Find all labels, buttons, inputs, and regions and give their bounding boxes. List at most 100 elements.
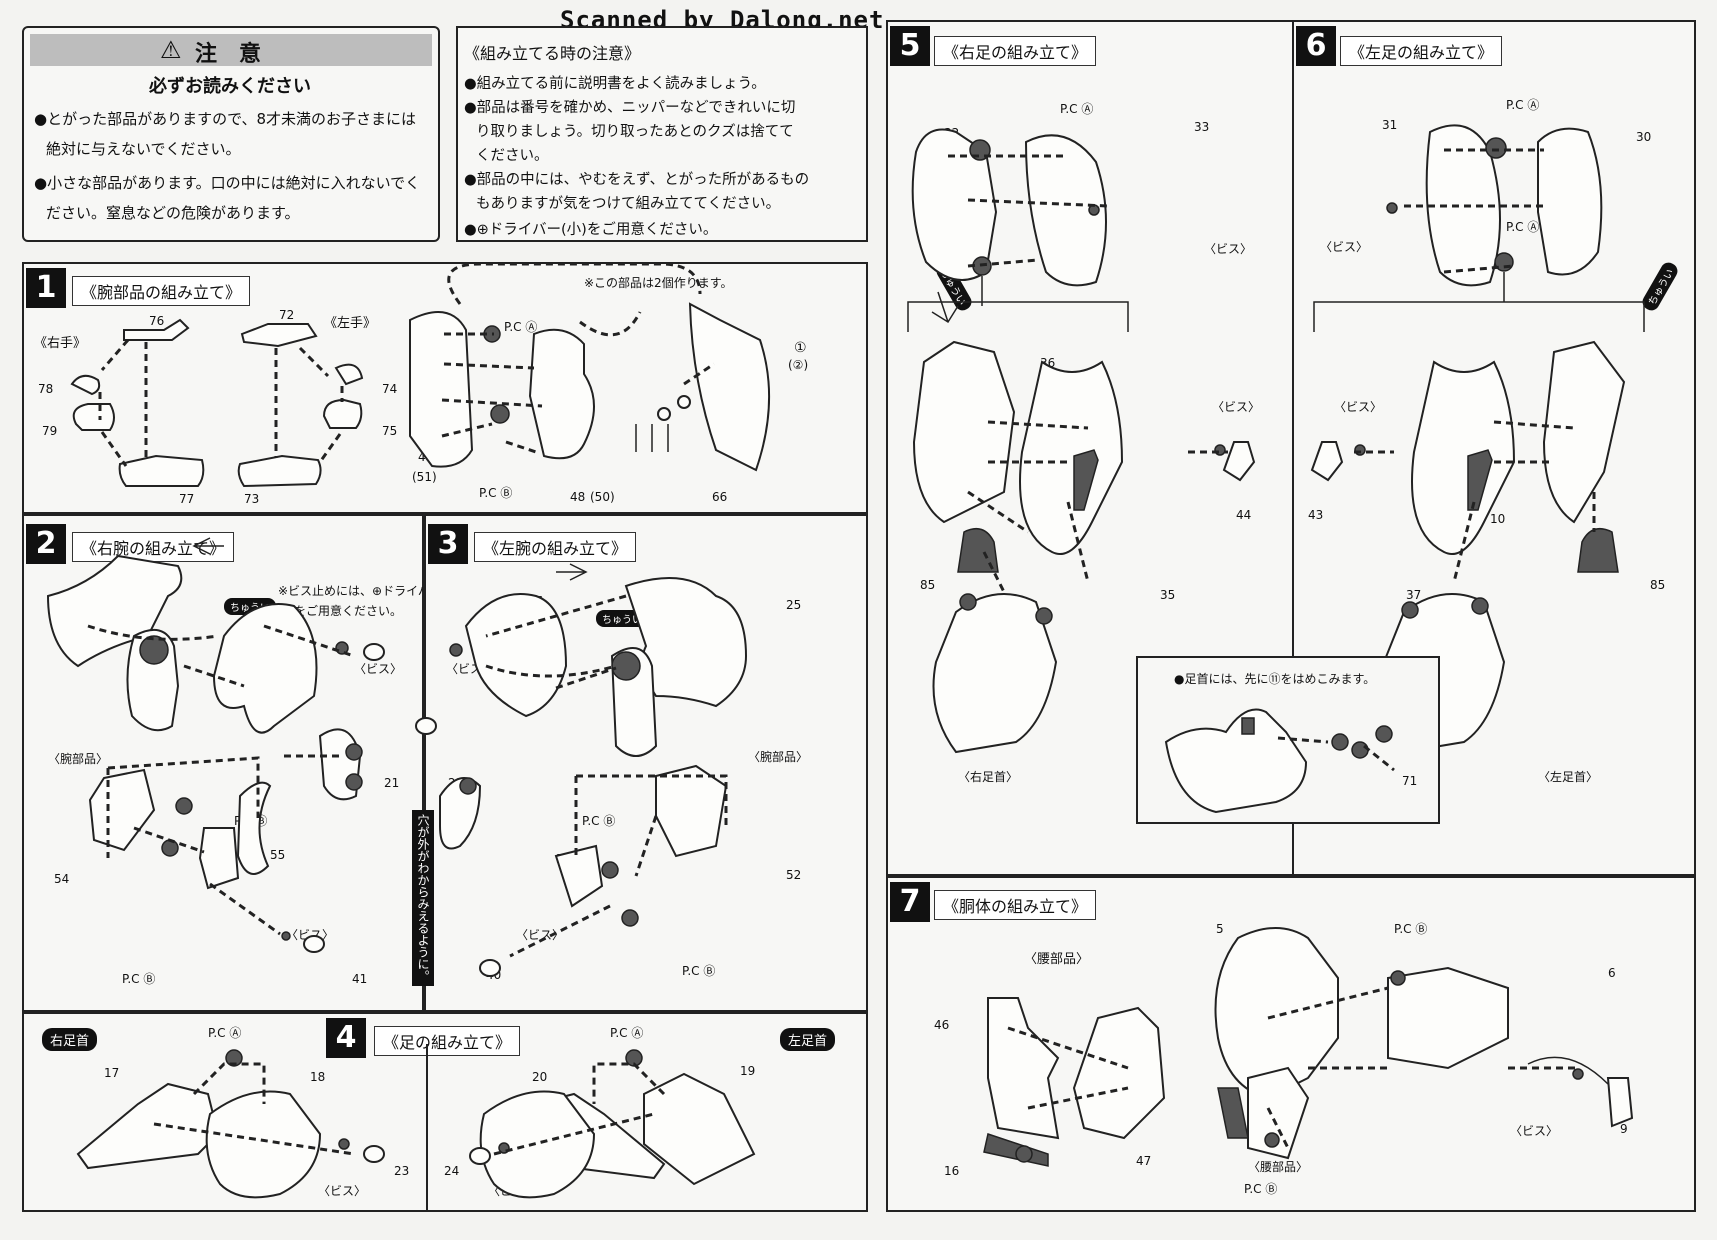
part-35: 35: [1160, 588, 1176, 602]
part-77: 77: [179, 492, 195, 506]
step-1-title: 《腕部品の組み立て》: [72, 276, 251, 306]
step-5-pc-a-1: P.C Ⓐ: [1060, 102, 1094, 116]
step-4-pc-a-2: P.C Ⓐ: [610, 1026, 644, 1040]
assembly-note-line-3: り取りましょう。切り取ったあとのクズは捨てて: [476, 124, 794, 140]
caution-title: 注 意: [195, 42, 262, 67]
assembly-notes-box: 《組み立てる時の注意》 ●組み立てる前に説明書をよく読みましょう。 ●部品は番号…: [456, 26, 868, 242]
part-55: 55: [270, 848, 286, 862]
step-3-title: 《左腕の組み立て》: [474, 532, 637, 562]
left-ankle-badge: 左足首: [780, 1028, 836, 1051]
ankle-detail-note: ●足首には、先に⑪をはめこみます。: [1174, 672, 1376, 686]
warning-triangle-icon: ⚠: [160, 36, 182, 64]
step-4-title: 《足の組み立て》: [374, 1026, 521, 1056]
part-52: 52: [786, 868, 802, 882]
caution-line-2: 絶対に与えないでください。: [46, 140, 241, 158]
step-1-diagram: [70, 262, 771, 488]
part-23: 23: [394, 1164, 410, 1178]
part-2: (②): [788, 358, 809, 372]
step-5-screw-2: 〈ビス〉: [1212, 400, 1261, 414]
step-2-panel: 2 《右腕の組み立て》 ※ビス止めには、⊕ドライバー(小) をご用意ください。 …: [22, 514, 463, 1012]
part-21: 21: [384, 776, 400, 790]
step-4-diagram: [76, 1049, 756, 1199]
part-71: 71: [1402, 774, 1418, 788]
caution-subtitle: 必ずお読みください: [149, 76, 311, 97]
step-6-diagram: [1310, 124, 1645, 754]
caution-title-bar: ⚠ 注 意: [30, 34, 432, 67]
step-6-ankle-label: 〈左足首〉: [1538, 770, 1599, 784]
step-6-screw-2: 〈ビス〉: [1334, 400, 1383, 414]
step-6-title: 《左足の組み立て》: [1340, 36, 1503, 66]
step-3-arm-part-label: 〈腕部品〉: [748, 750, 809, 764]
part-85: 85: [920, 578, 936, 592]
step-2-note-1: ※ビス止めには、⊕ドライバー(小): [278, 584, 464, 598]
part-73: 73: [244, 492, 260, 506]
step-1-note: ※この部品は2個作ります。: [584, 276, 733, 290]
step-1-pc-b: P.C Ⓑ: [479, 486, 513, 500]
part-44: 44: [1236, 508, 1252, 522]
step-3-screw-label-2: 〈ビス〉: [516, 928, 565, 942]
assembly-note-line-2: ●部品は番号を確かめ、ニッパーなどできれいに切: [464, 100, 796, 116]
step-7-pc-b-1: P.C Ⓑ: [1394, 922, 1428, 936]
part-75: 75: [382, 424, 398, 438]
step-6-panel: 6 《左足の組み立て》 P.C Ⓐ P.C Ⓐ 〈ビス〉 〈ビス〉 〈左足首〉 …: [1292, 20, 1696, 876]
step-3-vertical-note: 穴が外がわからみえるように。: [412, 810, 434, 986]
step-2-note-2: をご用意ください。: [294, 604, 403, 618]
part-6: 6: [1608, 966, 1616, 980]
step-3-diagram: [415, 563, 748, 977]
part-18: 18: [310, 1070, 326, 1084]
step-2-arm-part-label: 〈腕部品〉: [48, 752, 109, 766]
step-7-pc-b-2: P.C Ⓑ: [1244, 1182, 1278, 1196]
assembly-note-line-1: ●組み立てる前に説明書をよく読みましょう。: [464, 76, 766, 92]
part-79: 79: [42, 424, 58, 438]
step-5-title: 《右足の組み立て》: [934, 36, 1097, 66]
step-5-screw-1: 〈ビス〉: [1204, 242, 1253, 256]
step-7-number: 7: [890, 882, 930, 922]
part-50: (50): [590, 490, 615, 504]
step-7-diagram: [983, 927, 1634, 1167]
step-2-screw-label-1: 〈ビス〉: [354, 662, 403, 676]
assembly-note-line-7: ●⊕ドライバー(小)をご用意ください。: [464, 222, 718, 238]
step-3-panel: 3 《左腕の組み立て》 ちゅうい 〈ビス〉 〈腕部品〉 P.C Ⓑ 〈ビス〉 P…: [412, 514, 868, 1012]
part-46: 46: [934, 1018, 950, 1032]
step-2-title: 《右腕の組み立て》: [72, 532, 235, 562]
step-7-panel: 7 《胴体の組み立て》 〈腰部品〉 〈腰部品〉 〈ビス〉 P.C Ⓑ P.C Ⓑ…: [886, 876, 1696, 1212]
step-4-number: 4: [326, 1018, 366, 1058]
step-2-pc-b-2: P.C Ⓑ: [122, 972, 156, 986]
step-5-number: 5: [890, 26, 930, 66]
step-2-diagram: [46, 537, 385, 953]
part-17: 17: [104, 1066, 120, 1080]
step-1-panel: 1 《腕部品の組み立て》 《右手》 《左手》 ※この部品は2個作ります。 P.C…: [22, 262, 868, 514]
part-48: 48: [570, 490, 586, 504]
part-43: 43: [1308, 508, 1324, 522]
right-ankle-badge: 右足首: [42, 1028, 98, 1051]
part-74: 74: [382, 382, 398, 396]
part-10: 10: [1490, 512, 1506, 526]
part-31: 31: [1382, 118, 1398, 132]
step-6-pc-a-2: P.C Ⓐ: [1506, 220, 1540, 234]
step-5-diagram: [907, 128, 1256, 754]
part-20: 20: [532, 1070, 548, 1084]
step-1-number: 1: [26, 268, 66, 308]
caution-box: ⚠ 注 意 必ずお読みください ●とがった部品がありますので、8才未満のお子さま…: [22, 26, 440, 242]
step-3-number: 3: [428, 524, 468, 564]
part-24: 24: [444, 1164, 460, 1178]
assembly-note-line-4: ください。: [476, 148, 549, 164]
step-5-detail-inset: ●足首には、先に⑪をはめこみます。 71: [1136, 656, 1440, 824]
step-5-ankle-label: 〈右足首〉: [958, 770, 1019, 784]
step-4-screw-1: 〈ビス〉: [318, 1184, 367, 1198]
part-54: 54: [54, 872, 70, 886]
assembly-note-line-5: ●部品の中には、やむをえず、とがった所があるもの: [464, 172, 810, 188]
part-76: 76: [149, 314, 165, 328]
left-hand-label: 《左手》: [324, 316, 377, 331]
part-9: 9: [1620, 1122, 1628, 1136]
right-hand-label: 《右手》: [34, 336, 87, 351]
part-78: 78: [38, 382, 54, 396]
caution-line-4: ださい。窒息などの危険があります。: [46, 204, 300, 222]
step-7-waist-label: 〈腰部品〉: [1024, 952, 1090, 967]
part-66: 66: [712, 490, 728, 504]
caution-line-1: ●とがった部品がありますので、8才未満のお子さまには: [34, 110, 417, 128]
part-72: 72: [279, 308, 295, 322]
step-7-screw-label: 〈ビス〉: [1510, 1124, 1559, 1138]
step-6-pc-a-1: P.C Ⓐ: [1506, 98, 1540, 112]
part-33: 33: [1194, 120, 1210, 134]
